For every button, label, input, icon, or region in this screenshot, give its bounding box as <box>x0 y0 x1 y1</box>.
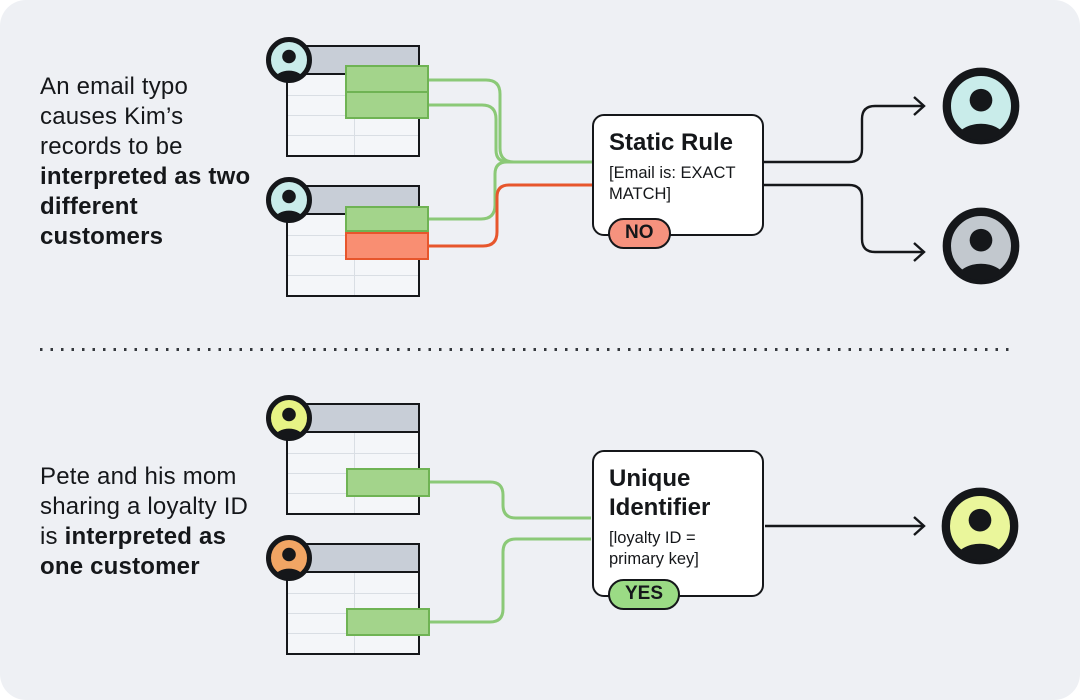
rule-condition: [loyalty ID = primary key] <box>609 529 699 568</box>
highlight-field-divider <box>347 91 427 93</box>
rule-result-badge-no: NO <box>608 218 671 249</box>
caption-email-typo: An email typo causes Kim’s records to be… <box>40 72 258 252</box>
arrow-to-customer-2 <box>764 183 923 254</box>
person-avatar-icon-merged-customer <box>940 486 1020 566</box>
person-avatar-icon-mom <box>265 534 313 582</box>
kim1-matching-fields-highlight <box>345 65 429 119</box>
caption-top-normal: An email typo causes Kim’s records to be <box>40 73 189 160</box>
person-avatar-icon-kim-2 <box>265 176 313 224</box>
rule-title: Static Rule <box>609 129 734 156</box>
wire-kim2-field-mismatch <box>429 183 592 248</box>
person-avatar-icon-result-customer-1 <box>941 66 1021 146</box>
rule-result-badge-yes: YES <box>608 579 681 610</box>
wire-kim1-field1 <box>429 78 592 164</box>
person-avatar-icon-kim-1 <box>265 36 313 84</box>
kim2-typo-field-highlight <box>345 232 429 260</box>
wire-pete-loyalty-id <box>430 480 591 520</box>
static-rule-box: Static Rule [Email is: EXACT MATCH] NO <box>592 114 764 249</box>
unique-identifier-box: Unique Identifier [loyalty ID = primary … <box>592 450 764 610</box>
arrowhead-customer-1 <box>913 96 926 116</box>
wire-kim2-field-match <box>429 160 592 221</box>
wire-kim1-field2 <box>429 103 592 164</box>
mom-record-table <box>286 543 420 655</box>
rule-condition: [Email is: EXACT MATCH] <box>609 164 736 203</box>
rule-title: Unique Identifier <box>609 465 711 521</box>
caption-bottom-bold: interpreted as one customer <box>40 523 227 580</box>
caption-bottom-normal: Pete and his mom sharing a loyalty ID is <box>40 463 249 550</box>
person-avatar-icon-pete <box>265 394 313 442</box>
arrowhead-customer-2 <box>913 242 926 262</box>
kim2-matching-field-highlight <box>345 206 429 232</box>
wire-mom-loyalty-id <box>430 537 591 624</box>
person-avatar-icon-result-customer-2 <box>941 206 1021 286</box>
pete-loyalty-field-highlight <box>346 468 430 497</box>
mom-loyalty-field-highlight <box>346 608 430 636</box>
arrow-to-customer-1 <box>764 104 923 164</box>
section-divider-dotted-line <box>40 348 1016 351</box>
caption-top-bold: interpreted as two different customers <box>40 163 251 250</box>
arrowhead-merged-customer <box>913 516 926 536</box>
caption-loyalty-id: Pete and his mom sharing a loyalty ID is… <box>40 462 270 582</box>
